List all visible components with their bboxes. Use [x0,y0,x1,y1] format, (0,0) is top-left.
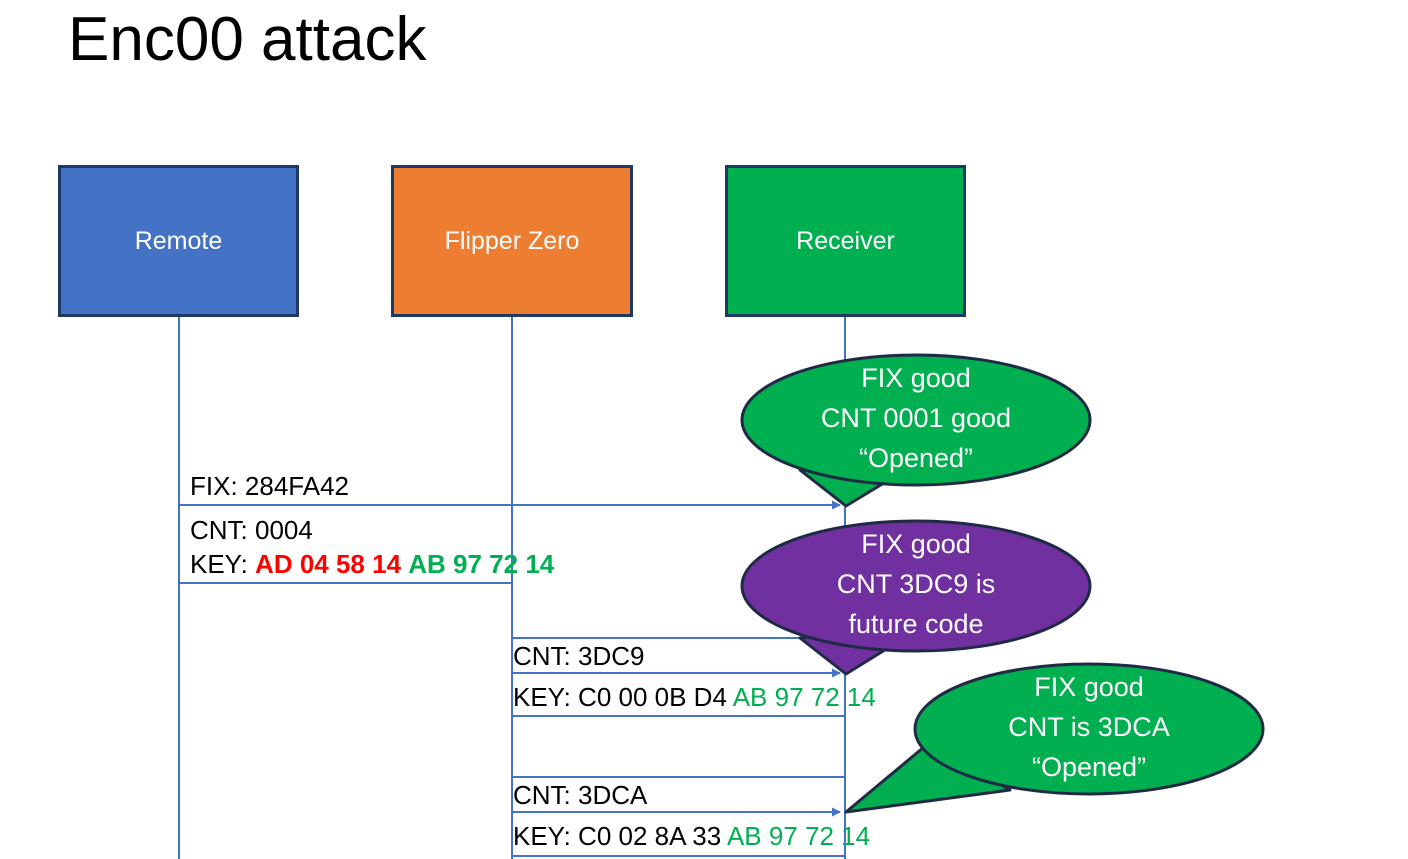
actor-box-flipper[interactable]: Flipper Zero [391,165,633,317]
actor-label-flipper: Flipper Zero [444,227,580,255]
message-1-cnt-label: CNT: 0004 [190,515,313,545]
message-2-key-prefix: KEY: C0 00 0B D4 [513,682,733,712]
message-2-cnt-label: CNT: 3DC9 [513,641,645,671]
message-3-key-label: KEY: C0 02 8A 33 AB 97 72 14 [513,820,870,853]
message-3-key-prefix: KEY: C0 02 8A 33 [513,821,727,851]
message-3-cnt-label: CNT: 3DCA [513,780,648,810]
message-1-key-encrypted: AD 04 58 14 [255,549,402,579]
actor-label-remote: Remote [134,227,223,255]
message-1-key-prefix: KEY: [190,549,256,579]
actor-box-receiver[interactable]: Receiver [725,165,966,317]
message-1-key-serial: AB 97 72 14 [408,549,555,579]
callout-bubble-3 [844,662,1265,814]
message-arrows [179,500,845,857]
actor-label-receiver: Receiver [796,227,895,255]
callout-body-3 [913,662,1265,796]
callout-body-1 [740,353,1092,487]
message-1-key-label: KEY: AD 04 58 14 AB 97 72 14 [190,548,554,581]
message-2-key-label: KEY: C0 00 0B D4 AB 97 72 14 [513,681,876,714]
callout-bubble-2 [740,519,1092,676]
callout-bubble-1 [740,353,1092,508]
actor-box-remote[interactable]: Remote [58,165,299,317]
message-1-fix-label: FIX: 284FA42 [190,471,349,501]
page-title: Enc00 attack [68,5,427,74]
callout-body-2 [740,519,1092,653]
message-2-key-serial: AB 97 72 14 [732,682,876,712]
message-3-key-serial: AB 97 72 14 [726,821,871,851]
